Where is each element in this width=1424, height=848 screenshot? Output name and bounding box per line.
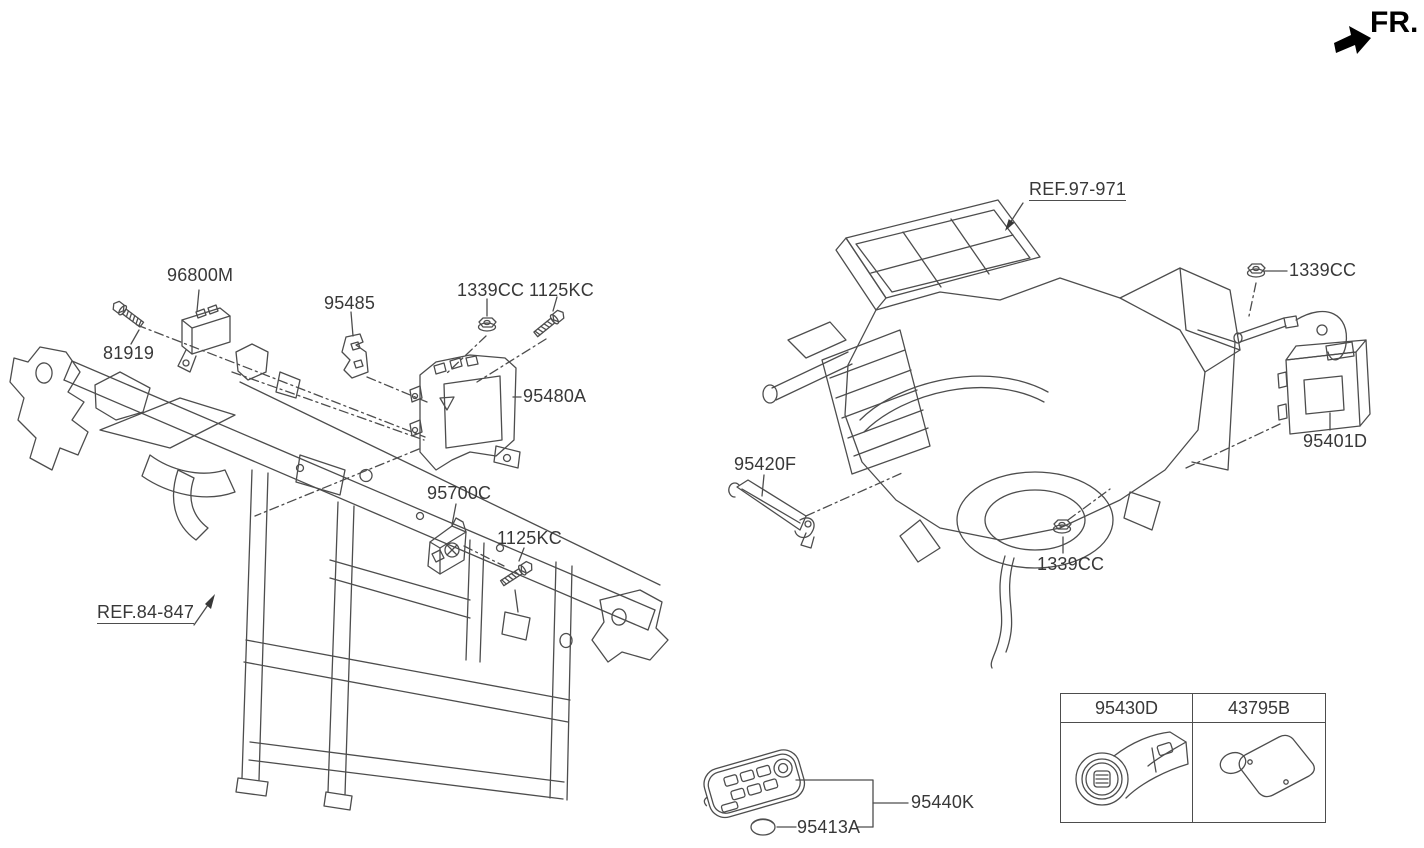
start-button-95430D-drawing xyxy=(1075,731,1189,806)
reference-table: 95430D 43795B xyxy=(1060,693,1326,823)
nut-1339CC-b-drawing xyxy=(1246,263,1266,278)
callout-leader-lines xyxy=(130,202,1331,828)
part-label-96800M: 96800M xyxy=(167,265,234,285)
screw-1125KC-b-drawing xyxy=(499,560,533,587)
nut-1339CC-c-drawing xyxy=(1052,519,1072,534)
fr-direction-arrow-icon xyxy=(1334,26,1371,54)
table-header-43795B: 43795B xyxy=(1193,694,1325,723)
ref-link-97-971[interactable]: REF.97-971 xyxy=(1029,179,1127,201)
module-95700C-drawing xyxy=(427,517,467,575)
part-label-95413A: 95413A xyxy=(797,817,861,837)
antenna-95401D-drawing xyxy=(1233,310,1371,435)
part-label-95440K: 95440K xyxy=(911,792,975,812)
module-95480A-drawing xyxy=(409,354,521,471)
part-label-95420F: 95420F xyxy=(734,454,797,474)
bracket-95485-drawing xyxy=(341,333,369,379)
hvac-unit-drawing xyxy=(762,199,1241,669)
screw-81919-drawing xyxy=(112,300,145,328)
table-header-95430D: 95430D xyxy=(1061,694,1193,723)
fr-direction-label: FR. xyxy=(1370,6,1419,39)
part-label-95700C: 95700C xyxy=(427,483,492,503)
table-cell-key-tag xyxy=(1193,723,1325,822)
part-label-95480A: 95480A xyxy=(523,386,587,406)
key-tag-43795B-drawing xyxy=(1219,734,1315,798)
module-96800M-drawing xyxy=(177,304,231,373)
ref-link-84-847[interactable]: REF.84-847 xyxy=(97,602,195,624)
part-label-1339CC-a: 1339CC xyxy=(457,280,525,300)
part-label-81919: 81919 xyxy=(103,343,155,363)
crossmember-frame-drawing xyxy=(9,343,669,811)
assembly-dash-leader-lines xyxy=(136,282,1281,567)
part-label-95485: 95485 xyxy=(324,293,376,313)
part-label-1125KC-a: 1125KC xyxy=(529,280,594,300)
battery-95413A-drawing xyxy=(750,818,776,836)
smart-key-fob-drawing xyxy=(703,749,806,819)
screw-1125KC-a-drawing xyxy=(533,309,565,338)
part-label-95401D: 95401D xyxy=(1303,431,1368,451)
nut-1339CC-a-drawing xyxy=(477,317,497,332)
table-cell-start-button xyxy=(1061,723,1193,822)
sensor-95420F-drawing xyxy=(728,479,815,549)
part-label-1339CC-c: 1339CC xyxy=(1037,554,1105,574)
part-label-1339CC-b: 1339CC xyxy=(1289,260,1357,280)
part-label-1125KC-b: 1125KC xyxy=(497,528,562,548)
